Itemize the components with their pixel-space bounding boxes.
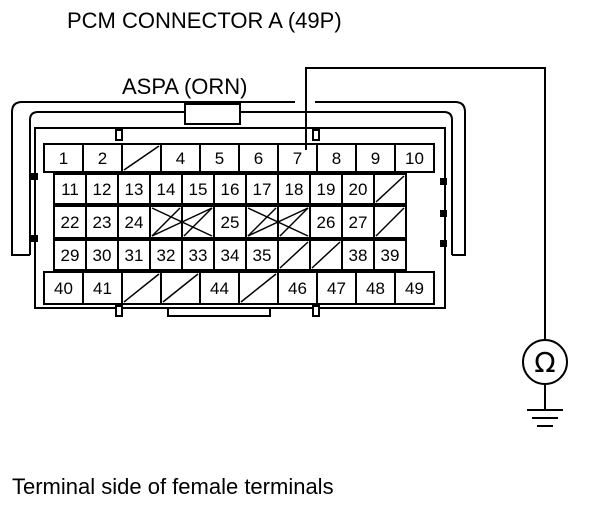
terminal-12-label: 12	[93, 180, 112, 199]
blocked-cavity-cross	[151, 207, 213, 237]
terminal-30-label: 30	[93, 246, 112, 265]
terminal-31-label: 31	[125, 246, 144, 265]
terminal-2-label: 2	[98, 149, 107, 168]
terminal-cell	[213, 173, 247, 205]
side-markers	[31, 173, 447, 247]
terminal-23-label: 23	[93, 213, 112, 232]
terminal-17-label: 17	[253, 180, 272, 199]
terminal-cell	[394, 143, 435, 173]
empty-cavity-slash	[375, 207, 405, 237]
terminal-7-label: 7	[293, 149, 302, 168]
terminal-26-label: 26	[317, 213, 336, 232]
terminal-cell	[82, 143, 123, 173]
terminal-cell	[82, 271, 123, 305]
terminal-cell	[309, 173, 343, 205]
terminal-4-label: 4	[176, 149, 185, 168]
terminal-cell	[355, 271, 396, 305]
terminal-18-label: 18	[285, 180, 304, 199]
empty-cavity-slash	[162, 273, 199, 303]
terminal-cell	[316, 271, 357, 305]
terminal-22-label: 22	[61, 213, 80, 232]
empty-cavity-slash	[183, 207, 213, 237]
wire-label: ASPA (ORN)	[122, 74, 248, 99]
terminal-15-label: 15	[189, 180, 208, 199]
terminal-29-label: 29	[61, 246, 80, 265]
terminal-39-label: 39	[381, 246, 400, 265]
terminal-cell	[309, 205, 343, 239]
terminal-cell	[213, 239, 247, 271]
terminal-9-label: 9	[371, 149, 380, 168]
empty-cavity-slash	[375, 175, 405, 203]
terminal-33-label: 33	[189, 246, 208, 265]
terminal-47-label: 47	[327, 279, 346, 298]
terminal-10-label: 10	[405, 149, 424, 168]
terminal-35-label: 35	[253, 246, 272, 265]
ohm-icon: Ω	[534, 346, 555, 379]
terminal-46-label: 46	[288, 279, 307, 298]
terminal-cell	[213, 205, 247, 239]
terminal-cell	[316, 143, 357, 173]
empty-cavity-slash	[123, 273, 160, 303]
diagram-title: PCM CONNECTOR A (49P)	[67, 8, 342, 33]
probe-wire	[305, 67, 546, 340]
terminal-cell	[181, 173, 215, 205]
terminal-5-label: 5	[215, 149, 224, 168]
terminal-cell	[394, 271, 435, 305]
terminal-44-label: 44	[210, 279, 229, 298]
terminal-13-label: 13	[125, 180, 144, 199]
blocked-cavity-cross	[247, 207, 309, 237]
ground-icon	[527, 384, 563, 427]
connector-housing	[11, 101, 466, 317]
terminal-34-label: 34	[221, 246, 240, 265]
terminal-25-label: 25	[221, 213, 240, 232]
terminal-cell	[277, 143, 318, 173]
terminal-24-label: 24	[125, 213, 144, 232]
empty-cavity-slash	[279, 207, 309, 237]
terminal-cell	[85, 205, 119, 239]
terminal-20-label: 20	[349, 180, 368, 199]
terminal-8-label: 8	[332, 149, 341, 168]
terminal-cell	[355, 143, 396, 173]
terminal-cell	[181, 239, 215, 271]
terminal-16-label: 16	[221, 180, 240, 199]
empty-cavity-slash	[123, 145, 160, 171]
terminal-14-label: 14	[157, 180, 176, 199]
terminal-1-label: 1	[59, 149, 68, 168]
terminal-27-label: 27	[349, 213, 368, 232]
terminal-41-label: 41	[93, 279, 112, 298]
terminal-cell	[373, 239, 407, 271]
empty-cavity-slash	[247, 207, 277, 237]
terminal-cell	[277, 173, 311, 205]
terminal-cell	[341, 205, 375, 239]
terminal-11-label: 11	[61, 180, 79, 199]
terminal-40-label: 40	[54, 279, 73, 298]
terminal-32-label: 32	[157, 246, 176, 265]
terminal-cell	[277, 271, 318, 305]
empty-cavity-slash	[151, 207, 181, 237]
terminal-cell	[85, 239, 119, 271]
empty-cavity-slash	[311, 241, 341, 269]
footer-caption: Terminal side of female terminals	[12, 474, 334, 499]
terminal-49-label: 49	[405, 279, 424, 298]
empty-cavity-slash	[240, 273, 277, 303]
terminal-38-label: 38	[349, 246, 368, 265]
terminal-48-label: 48	[366, 279, 385, 298]
terminal-19-label: 19	[317, 180, 336, 199]
ohmmeter: Ω	[522, 339, 568, 385]
empty-cavity-slash	[279, 241, 309, 269]
terminal-cell	[245, 239, 279, 271]
terminal-6-label: 6	[254, 149, 263, 168]
